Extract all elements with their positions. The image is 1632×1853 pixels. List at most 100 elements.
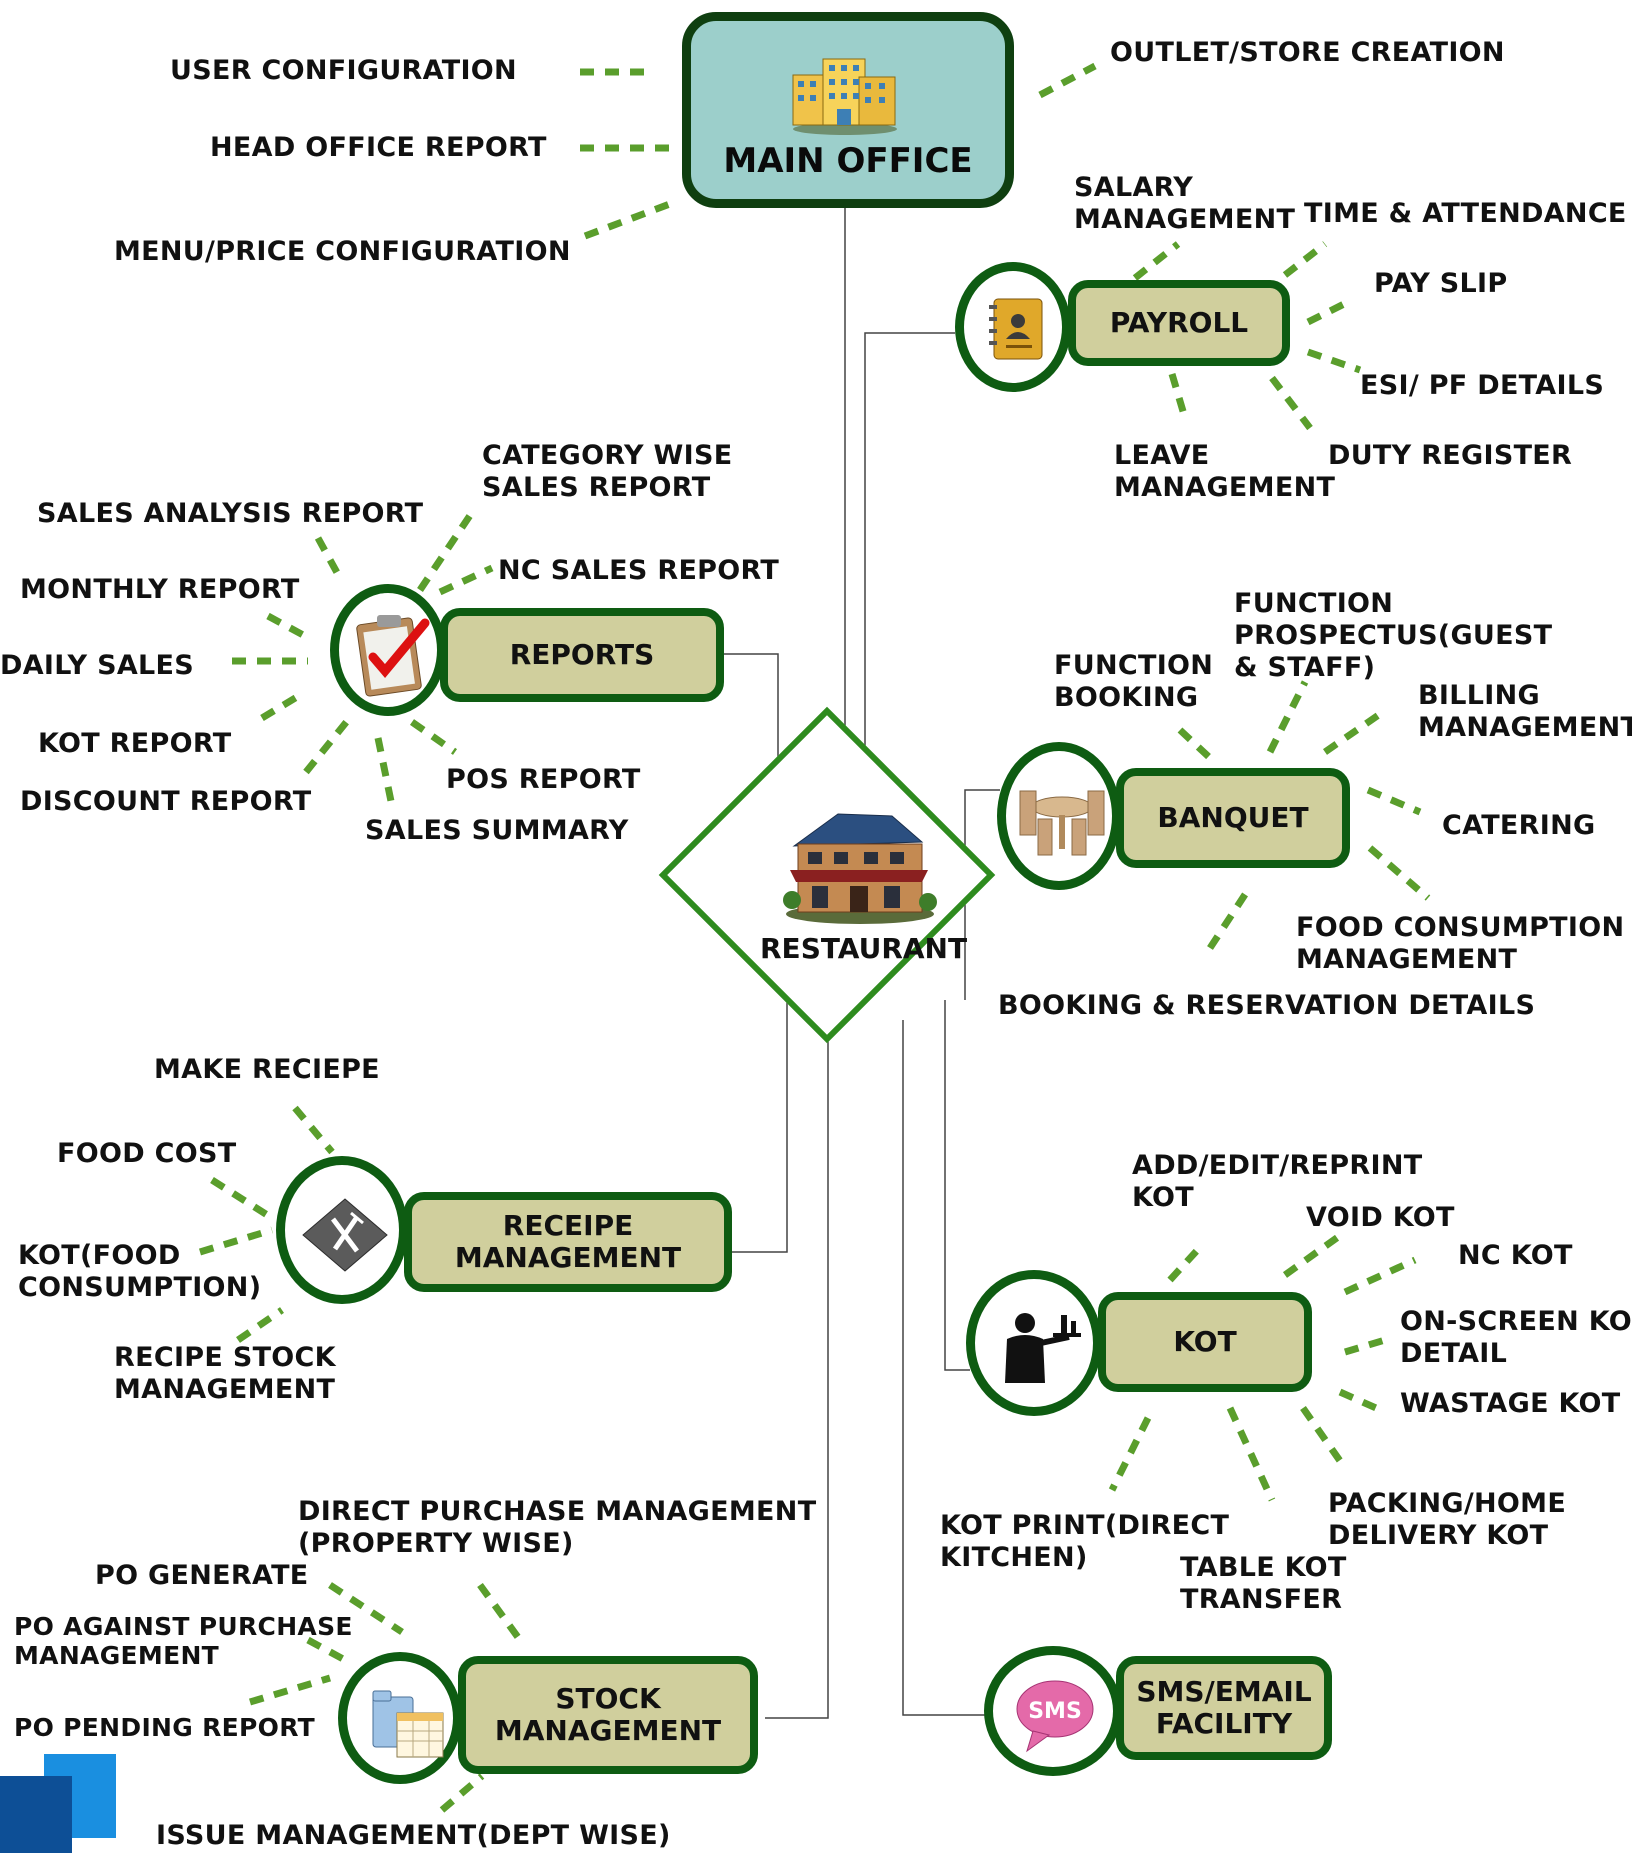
dash-discount [303, 717, 351, 775]
print-line1: KOT PRINT(DIRECT [940, 1510, 1230, 1541]
sms-title-line1: SMS/EMAIL [1136, 1675, 1312, 1708]
dash-category [417, 506, 478, 592]
packing-line1: PACKING/HOME [1328, 1488, 1567, 1519]
dash-monthly [266, 612, 307, 640]
sales-summary-label: SALES SUMMARY [365, 815, 629, 846]
dash-nc-sales [438, 564, 494, 596]
dash-analysis [314, 536, 344, 580]
banquet-title: BANQUET [1157, 801, 1309, 834]
dash-onscreen [1343, 1336, 1387, 1356]
recipe-title-line1: RECEIPE [502, 1209, 634, 1242]
kot-food-line2: CONSUMPTION) [18, 1272, 262, 1303]
salary-line2: MANAGEMENT [1074, 204, 1296, 235]
food-line2: MANAGEMENT [1296, 944, 1518, 975]
waiter-icon [1005, 1313, 1081, 1383]
monthly-report-label: MONTHLY REPORT [20, 574, 300, 605]
dash-transfer [1226, 1406, 1276, 1502]
dash-fn-booking [1177, 727, 1213, 761]
kot-food-line1: KOT(FOOD [18, 1240, 181, 1271]
sms-icon-circle: SMS [984, 1646, 1122, 1776]
stock-icon-circle [338, 1652, 462, 1784]
dash-catering [1366, 786, 1422, 816]
transfer-line2: TRANSFER [1180, 1584, 1343, 1615]
po-against-line1: PO AGAINST PURCHASE [14, 1612, 353, 1641]
dash-add [1167, 1242, 1205, 1283]
dash-links [198, 62, 1431, 1813]
dash-reservation [1207, 888, 1251, 950]
line-payroll [864, 332, 955, 790]
payroll-icon-circle [955, 262, 1071, 392]
dash-time [1282, 241, 1328, 278]
restaurant-title: RESTAURANT [760, 932, 968, 965]
line-stock [765, 1010, 829, 1719]
outlet-store-creation-label: OUTLET/STORE CREATION [1110, 37, 1505, 68]
onscreen-line2: DETAIL [1400, 1338, 1508, 1369]
payroll-box[interactable]: PAYROLL [1068, 280, 1290, 366]
clipboard-check-icon [356, 615, 430, 697]
po-against-line2: MANAGEMENT [14, 1641, 220, 1670]
booking-line2: BOOKING [1054, 682, 1199, 713]
office-building-icon [792, 58, 897, 135]
address-book-icon [989, 298, 1043, 360]
recipe-title-line2: MANAGEMENT [454, 1241, 682, 1274]
direct-line1: DIRECT PURCHASE MANAGEMENT [298, 1496, 817, 1527]
onscreen-line1: ON-SCREEN KOT [1400, 1306, 1632, 1337]
reports-box[interactable]: REPORTS [440, 608, 724, 702]
dash-outlet [1038, 62, 1097, 99]
dash-esi [1306, 348, 1362, 374]
dash-void [1282, 1229, 1348, 1278]
esi-pf-details-label: ESI/ PF DETAILS [1360, 370, 1605, 401]
dash-prospectus [1266, 680, 1309, 754]
food-cost-label: FOOD COST [57, 1138, 237, 1169]
discount-report-label: DISCOUNT REPORT [20, 786, 312, 817]
restaurant-icon [783, 813, 937, 924]
dash-salary [1132, 241, 1181, 281]
banquet-box[interactable]: BANQUET [1116, 768, 1350, 868]
catering-label: CATERING [1442, 810, 1596, 841]
stock-title-line2: MANAGEMENT [494, 1714, 722, 1747]
banquet-icon-circle [997, 742, 1121, 890]
prospectus-line2: PROSPECTUS(GUEST [1234, 620, 1553, 651]
sales-analysis-report-label: SALES ANALYSIS REPORT [37, 498, 424, 529]
po-generate-label: PO GENERATE [95, 1560, 309, 1591]
booking-line1: FUNCTION [1054, 650, 1214, 681]
po-pending-report-label: PO PENDING REPORT [14, 1713, 315, 1742]
tree-lines [724, 208, 1000, 1719]
reports-icon-circle [330, 584, 446, 716]
dash-food [1367, 845, 1431, 901]
dash-packing [1300, 1405, 1348, 1471]
kot-box[interactable]: KOT [1098, 1292, 1312, 1392]
dash-po-against [306, 1636, 347, 1664]
dash-leave [1168, 373, 1189, 419]
dash-recipe-stock [236, 1307, 284, 1343]
main-office-node[interactable]: MAIN OFFICE [682, 12, 1014, 208]
sms-icon-text: SMS [1028, 1699, 1082, 1724]
menu-price-configuration-label: MENU/PRICE CONFIGURATION [114, 236, 571, 267]
dash-summary [374, 737, 396, 807]
pay-slip-label: PAY SLIP [1374, 268, 1508, 299]
duty-register-label: DUTY REGISTER [1328, 440, 1573, 471]
line-recipe [730, 1000, 788, 1253]
dash-print [1108, 1416, 1152, 1492]
packing-line2: DELIVERY KOT [1328, 1520, 1549, 1551]
prospectus-line3: & STAFF) [1234, 652, 1376, 683]
billing-line2: MANAGEMENT [1418, 712, 1632, 743]
category-line2: SALES REPORT [482, 472, 711, 503]
print-line2: KITCHEN) [940, 1542, 1088, 1573]
sms-title-line2: FACILITY [1155, 1707, 1293, 1740]
nc-kot-label: NC KOT [1458, 1240, 1573, 1271]
